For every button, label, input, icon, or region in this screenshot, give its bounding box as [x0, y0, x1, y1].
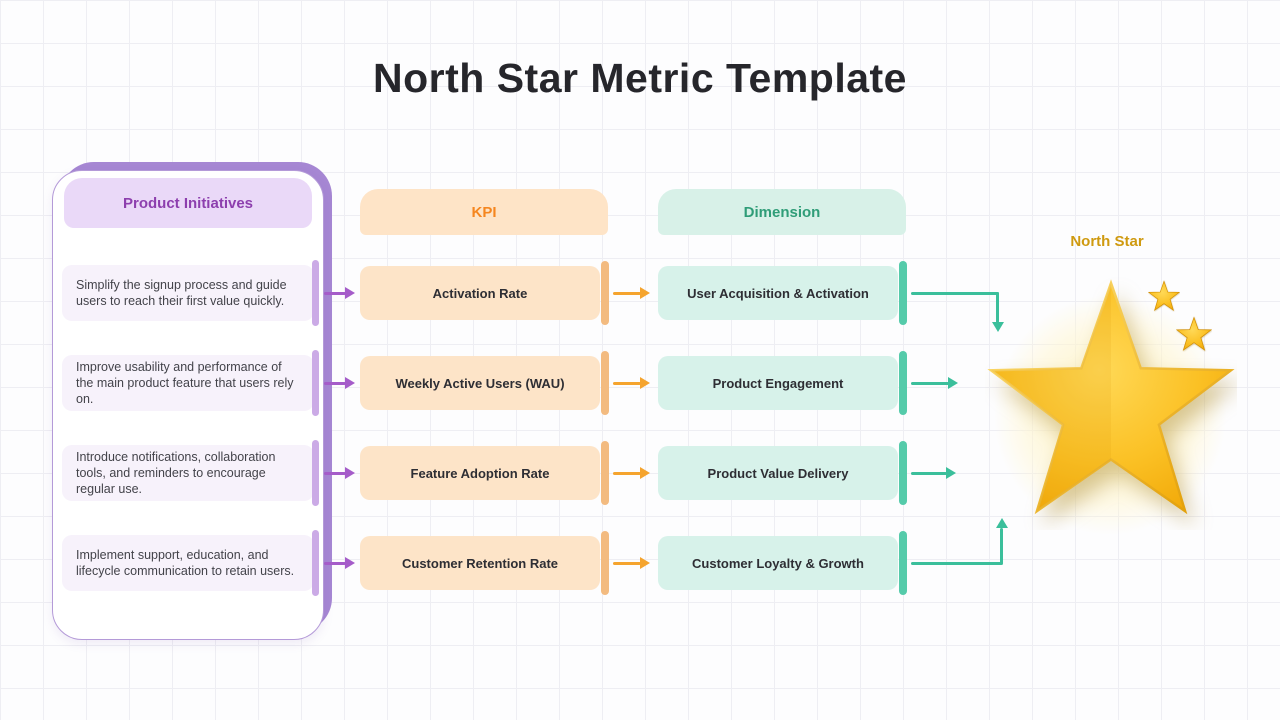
kpi-box: Weekly Active Users (WAU)	[360, 356, 600, 410]
dimension-box: Customer Loyalty & Growth	[658, 536, 898, 590]
arrow-right-icon	[948, 377, 958, 389]
kpi-arrow	[613, 291, 641, 295]
dimension-accent-bar	[899, 531, 907, 595]
initiative-arrow	[324, 291, 346, 295]
initiative-accent-bar	[312, 530, 319, 596]
kpi-arrow	[613, 471, 641, 475]
arrow-right-icon	[640, 557, 650, 569]
arrow-right-icon	[345, 467, 355, 479]
star-icon	[1148, 280, 1180, 312]
dimension-connector	[911, 291, 999, 295]
dimension-accent-bar	[899, 441, 907, 505]
dimension-accent-bar	[899, 261, 907, 325]
dimension-box: User Acquisition & Activation	[658, 266, 898, 320]
kpi-accent-bar	[601, 531, 609, 595]
kpi-box: Feature Adoption Rate	[360, 446, 600, 500]
dimension-connector	[911, 381, 949, 385]
initiative-item: Introduce notifications, collaboration t…	[62, 445, 314, 501]
kpi-accent-bar	[601, 441, 609, 505]
initiative-item: Simplify the signup process and guide us…	[62, 265, 314, 321]
page-title: North Star Metric Template	[373, 55, 907, 101]
star-icon	[987, 279, 1235, 515]
kpi-box: Activation Rate	[360, 266, 600, 320]
initiative-arrow	[324, 561, 346, 565]
kpi-accent-bar	[601, 261, 609, 325]
arrow-right-icon	[640, 377, 650, 389]
arrow-right-icon	[345, 557, 355, 569]
star-icon	[1176, 316, 1212, 351]
arrow-right-icon	[345, 377, 355, 389]
dimension-header: Dimension	[658, 189, 906, 235]
kpi-arrow	[613, 561, 641, 565]
arrow-right-icon	[640, 467, 650, 479]
initiative-arrow	[324, 381, 346, 385]
dimension-box: Product Engagement	[658, 356, 898, 410]
initiatives-header: Product Initiatives	[64, 178, 312, 228]
kpi-box: Customer Retention Rate	[360, 536, 600, 590]
initiative-item: Implement support, education, and lifecy…	[62, 535, 314, 591]
dimension-accent-bar	[899, 351, 907, 415]
north-star-label: North Star	[1070, 233, 1144, 250]
kpi-accent-bar	[601, 351, 609, 415]
dimension-connector	[1000, 528, 1003, 564]
dimension-box: Product Value Delivery	[658, 446, 898, 500]
initiative-item: Improve usability and performance of the…	[62, 355, 314, 411]
dimension-connector	[911, 471, 947, 475]
initiative-accent-bar	[312, 350, 319, 416]
initiative-accent-bar	[312, 260, 319, 326]
initiative-accent-bar	[312, 440, 319, 506]
arrow-right-icon	[345, 287, 355, 299]
kpi-header: KPI	[360, 189, 608, 235]
kpi-arrow	[613, 381, 641, 385]
arrow-right-icon	[946, 467, 956, 479]
dimension-connector	[911, 561, 1003, 565]
arrow-right-icon	[640, 287, 650, 299]
initiative-arrow	[324, 471, 346, 475]
